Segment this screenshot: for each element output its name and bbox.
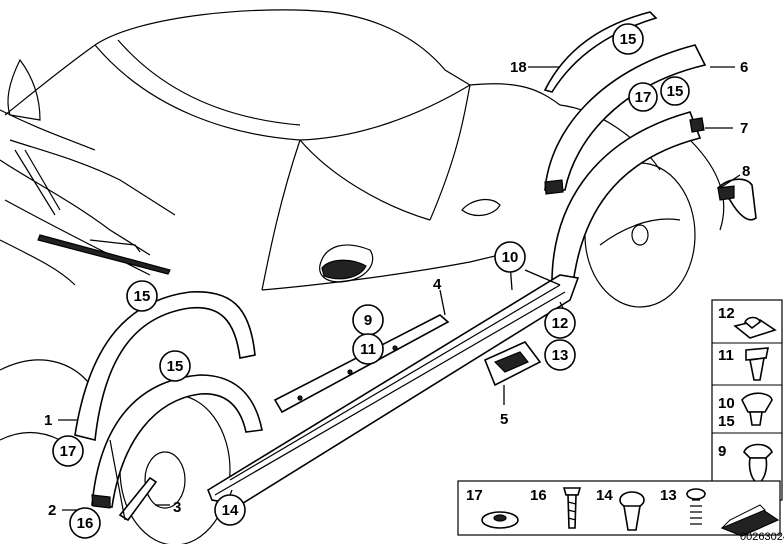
legend-11: 11 bbox=[718, 347, 734, 364]
callout-12: 12 bbox=[544, 307, 576, 339]
part-15-front-upper-arch bbox=[74, 291, 256, 441]
svg-text:16: 16 bbox=[77, 515, 94, 532]
legend-17: 17 bbox=[466, 487, 483, 504]
expanding-rivet-icon bbox=[743, 443, 773, 459]
part-3-small-strip bbox=[118, 476, 158, 522]
screw-icon bbox=[562, 487, 582, 496]
legend-14: 14 bbox=[596, 487, 613, 504]
callout-17-front: 17 bbox=[52, 435, 84, 467]
callout-16: 16 bbox=[69, 507, 101, 539]
svg-text:14: 14 bbox=[222, 502, 239, 519]
part-4-side-skirt bbox=[207, 274, 580, 506]
legend-9: 9 bbox=[718, 443, 726, 460]
legend-12: 12 bbox=[718, 305, 735, 322]
svg-text:10: 10 bbox=[502, 249, 519, 266]
legend-10: 10 bbox=[718, 395, 735, 412]
part-18-trim-strip bbox=[543, 11, 658, 93]
svg-text:11: 11 bbox=[360, 341, 376, 358]
legend-13: 13 bbox=[660, 487, 677, 504]
svg-text:15: 15 bbox=[167, 358, 184, 375]
svg-text:15: 15 bbox=[667, 83, 684, 100]
callout-15-front-upper: 15 bbox=[126, 280, 158, 312]
svg-text:9: 9 bbox=[364, 312, 372, 329]
legend-16: 16 bbox=[530, 487, 547, 504]
label-5: 5 bbox=[500, 411, 508, 428]
bolt-icon bbox=[686, 488, 706, 500]
push-rivet-icon bbox=[745, 347, 769, 361]
label-8: 8 bbox=[742, 163, 750, 180]
callout-14: 14 bbox=[214, 494, 246, 526]
callout-15-rear: 15 bbox=[660, 76, 690, 106]
clip-icon bbox=[741, 392, 773, 413]
part-2-front-lower-arch bbox=[91, 374, 263, 508]
label-2: 2 bbox=[48, 502, 56, 519]
drawing-number: 00263024 bbox=[740, 531, 784, 543]
legend-15: 15 bbox=[718, 413, 735, 430]
callout-10: 10 bbox=[494, 241, 526, 273]
label-4: 4 bbox=[433, 276, 442, 293]
callout-13: 13 bbox=[544, 339, 576, 371]
svg-text:15: 15 bbox=[620, 31, 637, 48]
callout-9: 9 bbox=[352, 304, 384, 336]
label-6: 6 bbox=[740, 59, 748, 76]
label-1: 1 bbox=[44, 412, 52, 429]
part-6-wheel-arch-trim bbox=[544, 44, 707, 191]
callout-15-top-right: 15 bbox=[612, 23, 644, 55]
part-9-sill-trim bbox=[273, 314, 450, 414]
svg-text:17: 17 bbox=[635, 89, 652, 106]
callout-15-front-lower: 15 bbox=[159, 350, 191, 382]
label-7: 7 bbox=[740, 120, 748, 137]
label-18: 18 bbox=[510, 59, 527, 76]
label-3: 3 bbox=[173, 499, 181, 516]
callout-17-rear: 17 bbox=[628, 82, 658, 112]
svg-text:15: 15 bbox=[134, 288, 151, 305]
legend-bottom-panel: 17 16 14 13 bbox=[457, 480, 781, 537]
legend-right-panel: 12 11 10 15 9 bbox=[711, 299, 783, 501]
callout-11: 11 bbox=[352, 333, 384, 365]
svg-text:13: 13 bbox=[552, 347, 569, 364]
svg-text:12: 12 bbox=[552, 315, 569, 332]
svg-text:17: 17 bbox=[60, 443, 77, 460]
car-body-outline bbox=[0, 9, 725, 544]
